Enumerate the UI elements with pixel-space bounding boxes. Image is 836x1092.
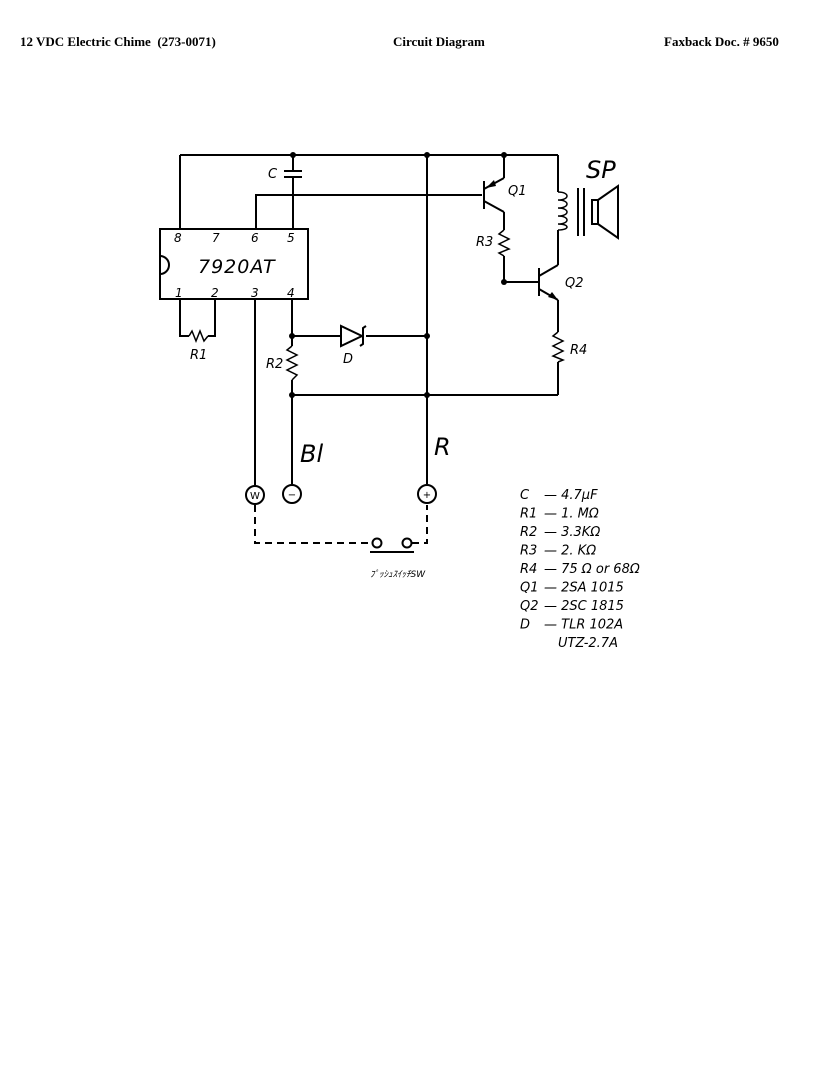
junction-dot [290,152,296,158]
ic-pin-3: 3 [251,286,259,300]
junction-dot [424,392,430,398]
resistor-zigzag [188,328,209,344]
wire-dashed-switch-right [412,505,428,544]
resistor-r2: R2 [266,345,299,381]
ic-pin-5: 5 [287,231,295,245]
capacitor-label: C [268,167,278,182]
resistor-zigzag [551,331,566,363]
capacitor-c: C [268,167,302,182]
ic-pin-7: 7 [212,231,220,245]
wires [179,154,559,544]
junction-dot [289,392,295,398]
terminal-w-label: W [250,491,260,502]
ic-pin-4: 4 [287,286,295,300]
transistor-arrow [486,180,496,188]
terminal-minus: − [282,484,302,504]
parts-list-value: — 1. MΩ [544,507,599,522]
resistor-r3: R3 [476,229,511,257]
transistor-arrow [548,292,558,300]
speaker-coil [557,191,568,231]
diode-d: D [340,324,367,367]
ic-pin-8: 8 [174,231,182,245]
wire-pin6-q1 [255,194,482,229]
speaker-magnet [591,199,599,225]
document-title: 12 VDC Electric Chime (273-0071) [20,34,216,49]
speaker-cone [597,184,619,240]
terminal-circle [245,485,265,505]
terminal-plus: + [417,484,437,504]
transistor-q1-label: Q1 [508,184,527,199]
parts-list-value: — 75 Ω or 68Ω [544,562,640,577]
parts-list-value: UTZ-2.7A [558,636,618,651]
speaker-label: SP [586,156,616,184]
resistor-zigzag [285,345,299,381]
junction-dot [501,279,507,285]
switch-contact [401,537,413,549]
speaker-sp: SP [557,156,619,240]
diode-label: D [343,352,353,367]
ic-pin-2: 2 [211,286,219,300]
ic-pin-1: 1 [175,286,183,300]
ic-pin-6: 6 [251,231,259,245]
transistor-collector [483,200,505,213]
resistor-r4: R4 [551,331,587,363]
parts-list-ref: Q1 [520,581,539,596]
diode-zener-bar [359,325,367,347]
diode-triangle [340,324,365,348]
transistor-collector [538,264,559,277]
ic-body [159,228,309,300]
resistor-r1-label: R1 [190,348,207,363]
parts-list-ref: R3 [520,544,537,559]
resistor-r3-label: R3 [476,235,493,250]
parts-list-ref: Q2 [520,599,539,614]
junction-dot [424,333,430,339]
terminal-plus-label: + [423,490,431,501]
parts-list-value: — 2. KΩ [544,544,596,559]
diagram-heading: Circuit Diagram [393,34,485,49]
ic-label: 7920AT [198,256,276,278]
resistor-r1: R1 [188,328,209,363]
resistor-r4-label: R4 [570,343,587,358]
terminal-w: W [245,485,265,505]
transistor-q1: Q1 [483,177,527,213]
transistor-q2-label: Q2 [565,276,584,291]
wire-r1-right [208,299,216,337]
wire-r3-q2 [503,256,539,283]
parts-list-ref: R1 [520,507,537,522]
switch-contact [371,537,383,549]
junction-dots [289,152,507,398]
ic-7920at: 7920AT 8 7 6 5 1 2 3 4 [159,228,309,300]
push-switch: ﾌﾟｯｼｭｽｲｯﾁSW [370,537,426,580]
terminal-circle [282,484,302,504]
document-number: Faxback Doc. # 9650 [664,34,779,49]
parts-list-value: — 2SA 1015 [544,581,624,596]
parts-list-value: — 4.7μF [544,488,598,503]
parts-list-ref: D [520,618,530,633]
wire-r1-left [179,299,189,337]
terminal-bl-label: Bl [300,440,323,468]
parts-list-ref: R4 [520,562,537,577]
switch-label: ﾌﾟｯｼｭｽｲｯﾁSW [370,569,426,580]
junction-dot [424,152,430,158]
parts-list-ref: C [520,488,530,503]
resistor-zigzag [497,229,511,257]
junction-dot [501,152,507,158]
wire-dashed-switch-left [254,505,372,544]
terminal-minus-label: − [288,490,296,501]
parts-list-ref: R2 [520,525,537,540]
junction-dot [289,333,295,339]
transistor-q2: Q2 [538,264,584,301]
parts-list-value: — 3.3KΩ [544,525,600,540]
parts-list: C — 4.7μF R1 — 1. MΩ R2 — 3.3KΩ R3 — 2. KΩ R4 — 7… [520,488,640,651]
parts-list-value: — 2SC 1815 [544,599,624,614]
terminal-r-label: R [434,433,451,461]
terminal-circle [417,484,437,504]
resistor-r2-label: R2 [266,357,283,372]
parts-list-value: — TLR 102A [544,618,623,633]
ic-notch [159,255,170,275]
